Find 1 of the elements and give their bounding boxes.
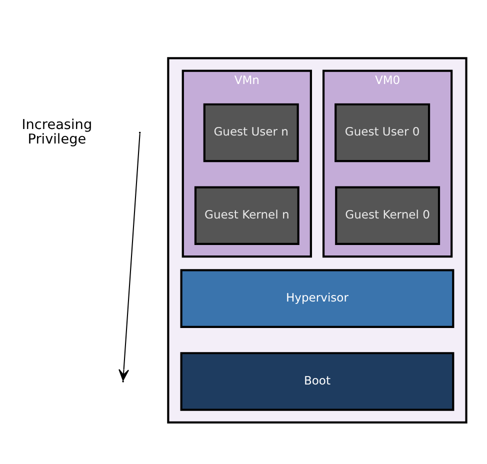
label: Increasing Privilege xyxy=(22,116,92,148)
